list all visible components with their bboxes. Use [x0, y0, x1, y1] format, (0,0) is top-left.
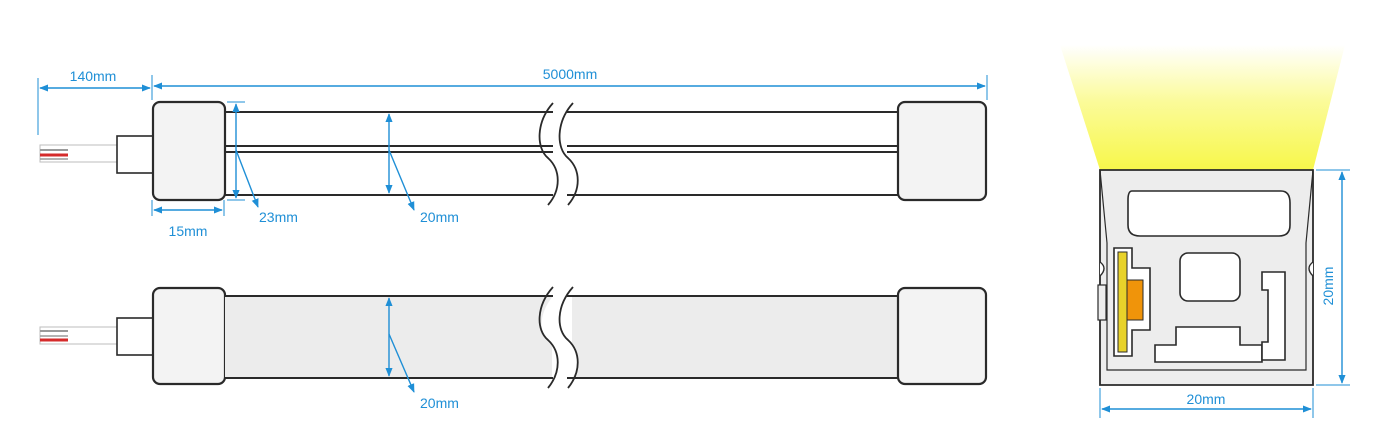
cap-height-label: 23mm [259, 209, 298, 225]
cross-section: 20mm 20mm [1060, 45, 1350, 418]
profile-height-label-bottom: 20mm [420, 395, 459, 411]
cable-gland-bottom [116, 317, 156, 356]
pcb-strip [1117, 251, 1128, 353]
right-notch [1308, 261, 1314, 277]
cable-wires [39, 144, 121, 163]
left-notch [1099, 261, 1105, 277]
side-tab [1097, 284, 1107, 321]
top-hollow [1127, 190, 1291, 237]
left-end-cap [151, 100, 227, 202]
profile-body [225, 111, 900, 196]
cable-gland [116, 135, 156, 174]
cable-wires-bottom [39, 326, 121, 345]
profile-height-label-top: 20mm [420, 209, 459, 225]
dimension-profile-height-top: 20mm [385, 113, 459, 225]
dimension-profile-height-bottom: 20mm [385, 297, 459, 411]
dimension-cap-length: 15mm [151, 200, 225, 239]
led-chip-icon [1126, 279, 1144, 321]
dimension-total-length: 5000mm [151, 66, 988, 100]
dimension-cap-height: 23mm [227, 101, 298, 225]
light-beam-icon [1060, 45, 1345, 170]
cap-length-label: 15mm [169, 223, 208, 239]
profile-body-bottom [225, 286, 900, 389]
dimension-cable-length: 140mm [37, 68, 151, 135]
top-view: 140mm 5000mm 15mm 23mm 20mm [37, 66, 988, 239]
cable-length-label: 140mm [70, 68, 117, 84]
bottom-view: 20mm [39, 286, 988, 411]
left-end-cap-bottom [151, 286, 227, 386]
profile-inner-wall [1099, 169, 1314, 371]
section-height-label: 20mm [1320, 267, 1336, 306]
center-hollow [1179, 252, 1241, 302]
section-width-label: 20mm [1187, 391, 1226, 407]
right-end-cap [896, 100, 988, 202]
break-mark [538, 102, 579, 206]
dimension-section-height: 20mm [1316, 169, 1350, 386]
total-length-label: 5000mm [543, 66, 597, 82]
bottom-channel [1154, 326, 1263, 363]
right-end-cap-bottom [896, 286, 988, 386]
dimension-section-width: 20mm [1099, 388, 1314, 418]
right-side-slot [1261, 271, 1286, 361]
